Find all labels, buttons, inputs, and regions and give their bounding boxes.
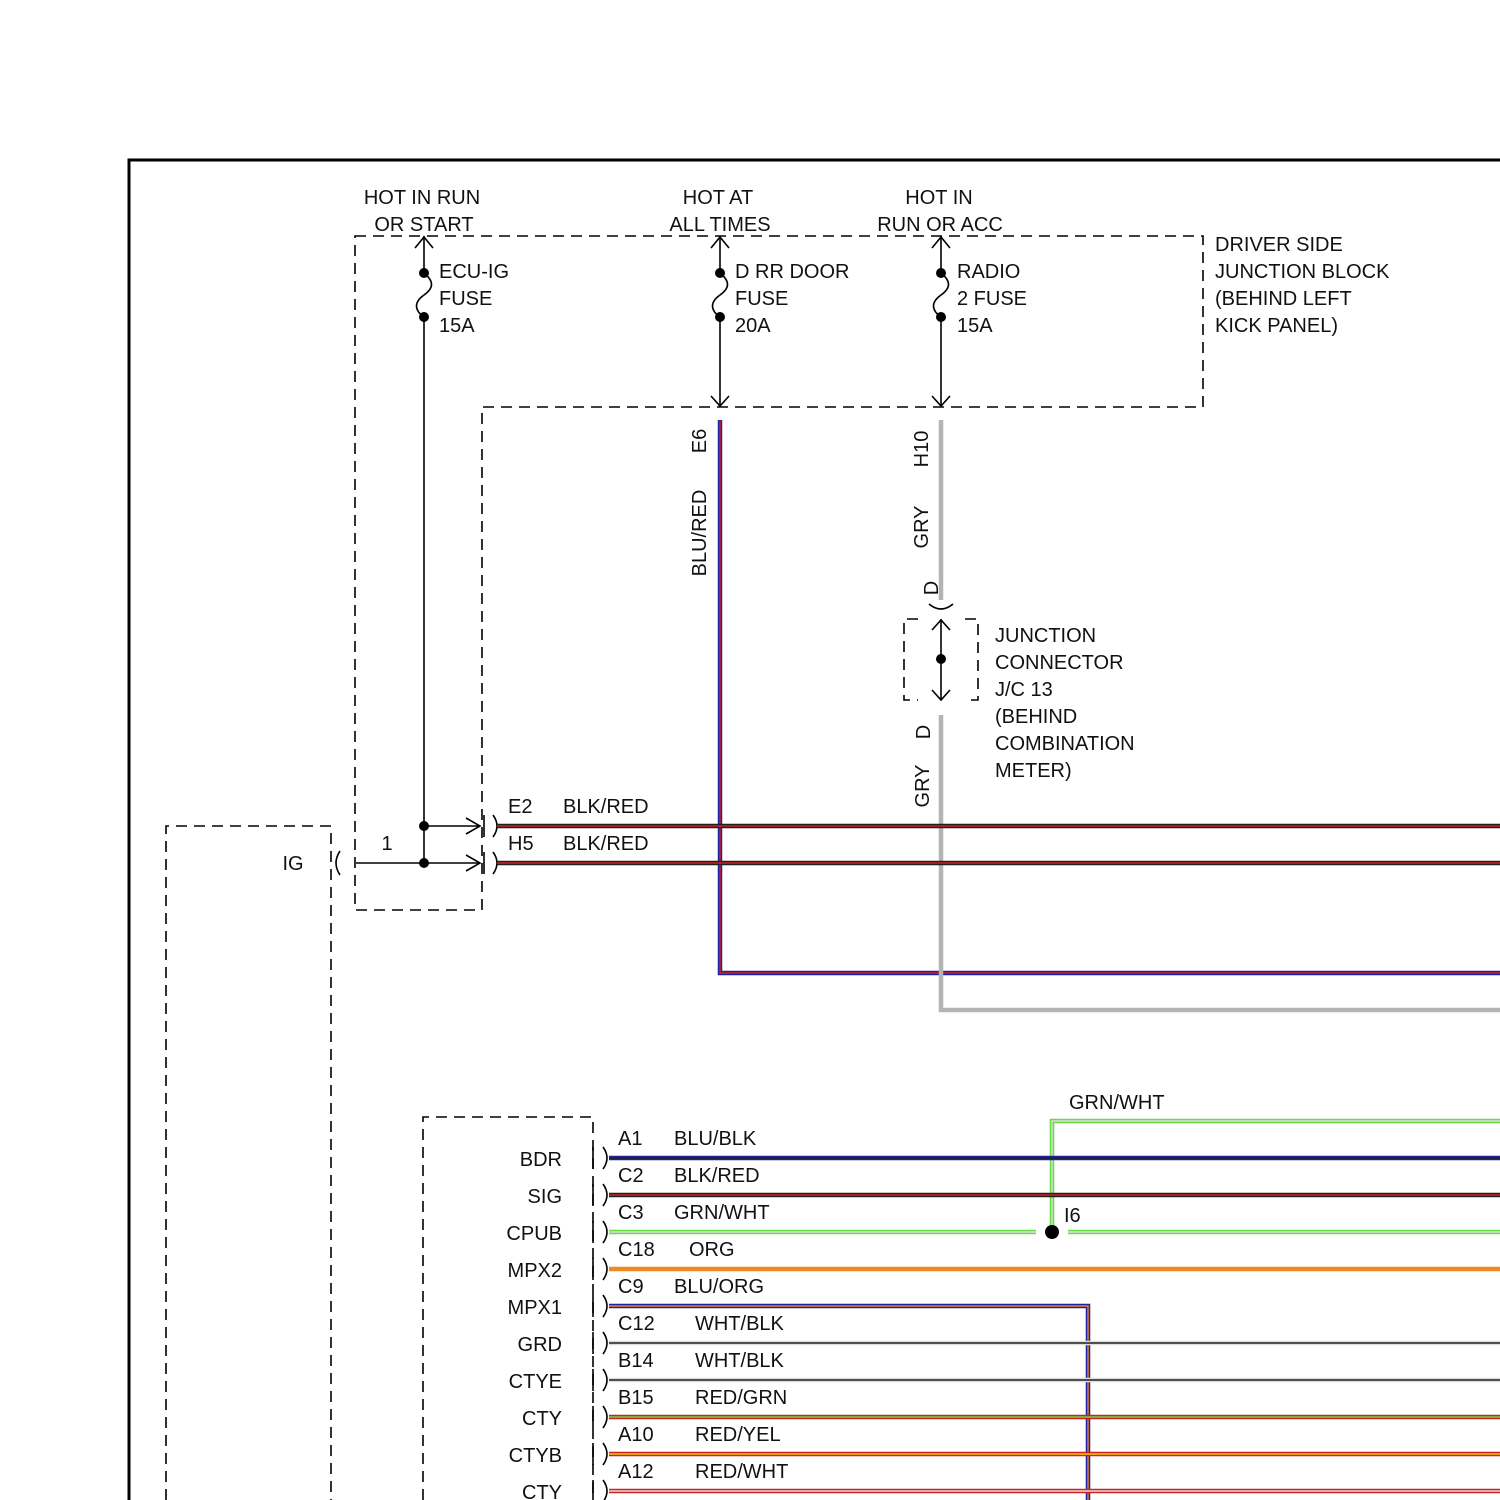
- fuse-label: FUSE: [439, 288, 492, 310]
- pin-id: A1: [618, 1128, 642, 1150]
- pin-id: B15: [618, 1387, 654, 1409]
- wire-color-name: ORG: [689, 1239, 735, 1261]
- fuse-label: ECU-IG: [439, 261, 509, 283]
- wire-color-name: BLK/RED: [674, 1165, 760, 1187]
- output-color-h5: BLK/RED: [563, 833, 649, 855]
- wire-pin-e6: E6: [689, 429, 711, 453]
- diagram-frame: [129, 160, 1500, 1500]
- pin-id: C3: [618, 1202, 644, 1224]
- power-label: HOT IN RUN: [364, 187, 480, 209]
- fuse-label: FUSE: [735, 288, 788, 310]
- pin-id: A10: [618, 1424, 654, 1446]
- ig-pin: 1: [381, 833, 392, 855]
- terminal-name: CTY: [522, 1408, 562, 1430]
- jc-label: (BEHIND: [995, 706, 1077, 728]
- power-source-hot-at-all-times: HOT AT ALL TIMES: [669, 187, 770, 236]
- terminal-name: CTY: [522, 1482, 562, 1500]
- pin-id: C2: [618, 1165, 644, 1187]
- output-pin-e2: E2: [508, 796, 532, 818]
- fuse-radio-2-symbol: [932, 236, 950, 406]
- splice-dot: [1045, 1225, 1059, 1239]
- power-source-hot-in-run-or-start: HOT IN RUN OR START: [364, 187, 480, 236]
- ig-connection: [336, 815, 497, 875]
- jc-label: COMBINATION: [995, 733, 1135, 755]
- terminal-name: MPX2: [508, 1260, 562, 1282]
- wire-color-name: RED/GRN: [695, 1387, 787, 1409]
- wire-color-name: WHT/BLK: [695, 1313, 785, 1335]
- terminal-name: MPX1: [508, 1297, 562, 1319]
- output-pin-h5: H5: [508, 833, 534, 855]
- power-label: HOT IN: [905, 187, 972, 209]
- wire-e6-blu-red: [720, 420, 1500, 973]
- terminal-name: CPUB: [506, 1223, 562, 1245]
- jc-label: JUNCTION: [995, 625, 1096, 647]
- vertical-wires: [720, 420, 1500, 1010]
- jc-label: CONNECTOR: [995, 652, 1124, 674]
- jc-label: METER): [995, 760, 1072, 782]
- fuse-label: D RR DOOR: [735, 261, 849, 283]
- terminal-name: SIG: [528, 1186, 562, 1208]
- block-label: (BEHIND LEFT: [1215, 288, 1352, 310]
- fuse-label: RADIO: [957, 261, 1020, 283]
- wire-color-name: RED/YEL: [695, 1424, 781, 1446]
- wire-color-h10: GRY: [911, 506, 933, 549]
- terminal-name: BDR: [520, 1149, 562, 1171]
- power-source-hot-in-run-or-acc: HOT IN RUN OR ACC: [877, 187, 1003, 236]
- terminal-name: CTYE: [509, 1371, 562, 1393]
- junction-connector-symbol: [929, 604, 953, 700]
- power-label: HOT AT: [683, 187, 753, 209]
- output-color-e2: BLK/RED: [563, 796, 649, 818]
- fuse-radio-2-label: RADIO 2 FUSE 15A: [957, 261, 1027, 337]
- wire-color-gry-lower: GRY: [912, 765, 934, 808]
- fuse-label: 2 FUSE: [957, 288, 1027, 310]
- pin-id: B14: [618, 1350, 654, 1372]
- wire-color-name: RED/WHT: [695, 1461, 788, 1483]
- pin-id: A12: [618, 1461, 654, 1483]
- jc-pin-top: D: [921, 581, 943, 595]
- pin-id: C12: [618, 1313, 655, 1335]
- wire-color-name: BLU/ORG: [674, 1276, 764, 1298]
- jc-pin-bottom: D: [913, 725, 935, 739]
- junction-block-label: DRIVER SIDE JUNCTION BLOCK (BEHIND LEFT …: [1215, 234, 1390, 337]
- block-label: KICK PANEL): [1215, 315, 1338, 337]
- ig-component-outline: [166, 826, 331, 1500]
- wire-pin-h10: H10: [911, 431, 933, 468]
- fuse-ecu-ig-symbol: [415, 236, 433, 863]
- block-label: JUNCTION BLOCK: [1215, 261, 1390, 283]
- wire-color-e6: BLU/RED: [689, 490, 711, 577]
- wire-color-name: BLU/BLK: [674, 1128, 757, 1150]
- terminal-name: CTYB: [509, 1445, 562, 1467]
- fuse-label: 20A: [735, 315, 771, 337]
- fuse-d-rr-door-label: D RR DOOR FUSE 20A: [735, 261, 849, 337]
- power-label: RUN OR ACC: [877, 214, 1003, 236]
- grn-wht-branch-label: GRN/WHT: [1069, 1092, 1165, 1114]
- fuse-label: 15A: [957, 315, 993, 337]
- pin-id: C18: [618, 1239, 655, 1261]
- fuse-ecu-ig-label: ECU-IG FUSE 15A: [439, 261, 509, 337]
- module-terminals: BDR A1 BLU/BLK SIG C2 BLK/RED CPUB C3 GRN/WHT MPX…: [506, 1128, 788, 1500]
- junction-connector-label: JUNCTION CONNECTOR J/C 13 (BEHIND COMBIN…: [995, 625, 1135, 782]
- wire-grn-wht-branch: [1052, 1121, 1500, 1232]
- block-label: DRIVER SIDE: [1215, 234, 1343, 256]
- wire-color-name: GRN/WHT: [674, 1202, 770, 1224]
- power-label: OR START: [374, 214, 473, 236]
- jc-label: J/C 13: [995, 679, 1053, 701]
- terminal-name: GRD: [518, 1334, 562, 1356]
- splice-label: I6: [1064, 1205, 1081, 1227]
- fuse-label: 15A: [439, 315, 475, 337]
- pin-id: C9: [618, 1276, 644, 1298]
- fuse-d-rr-door-symbol: [711, 236, 729, 406]
- ig-label: IG: [282, 853, 303, 875]
- wire-color-name: WHT/BLK: [695, 1350, 785, 1372]
- wire-row-c9: [609, 1306, 1088, 1500]
- junction-block-outline: [355, 236, 1203, 910]
- power-label: ALL TIMES: [669, 214, 770, 236]
